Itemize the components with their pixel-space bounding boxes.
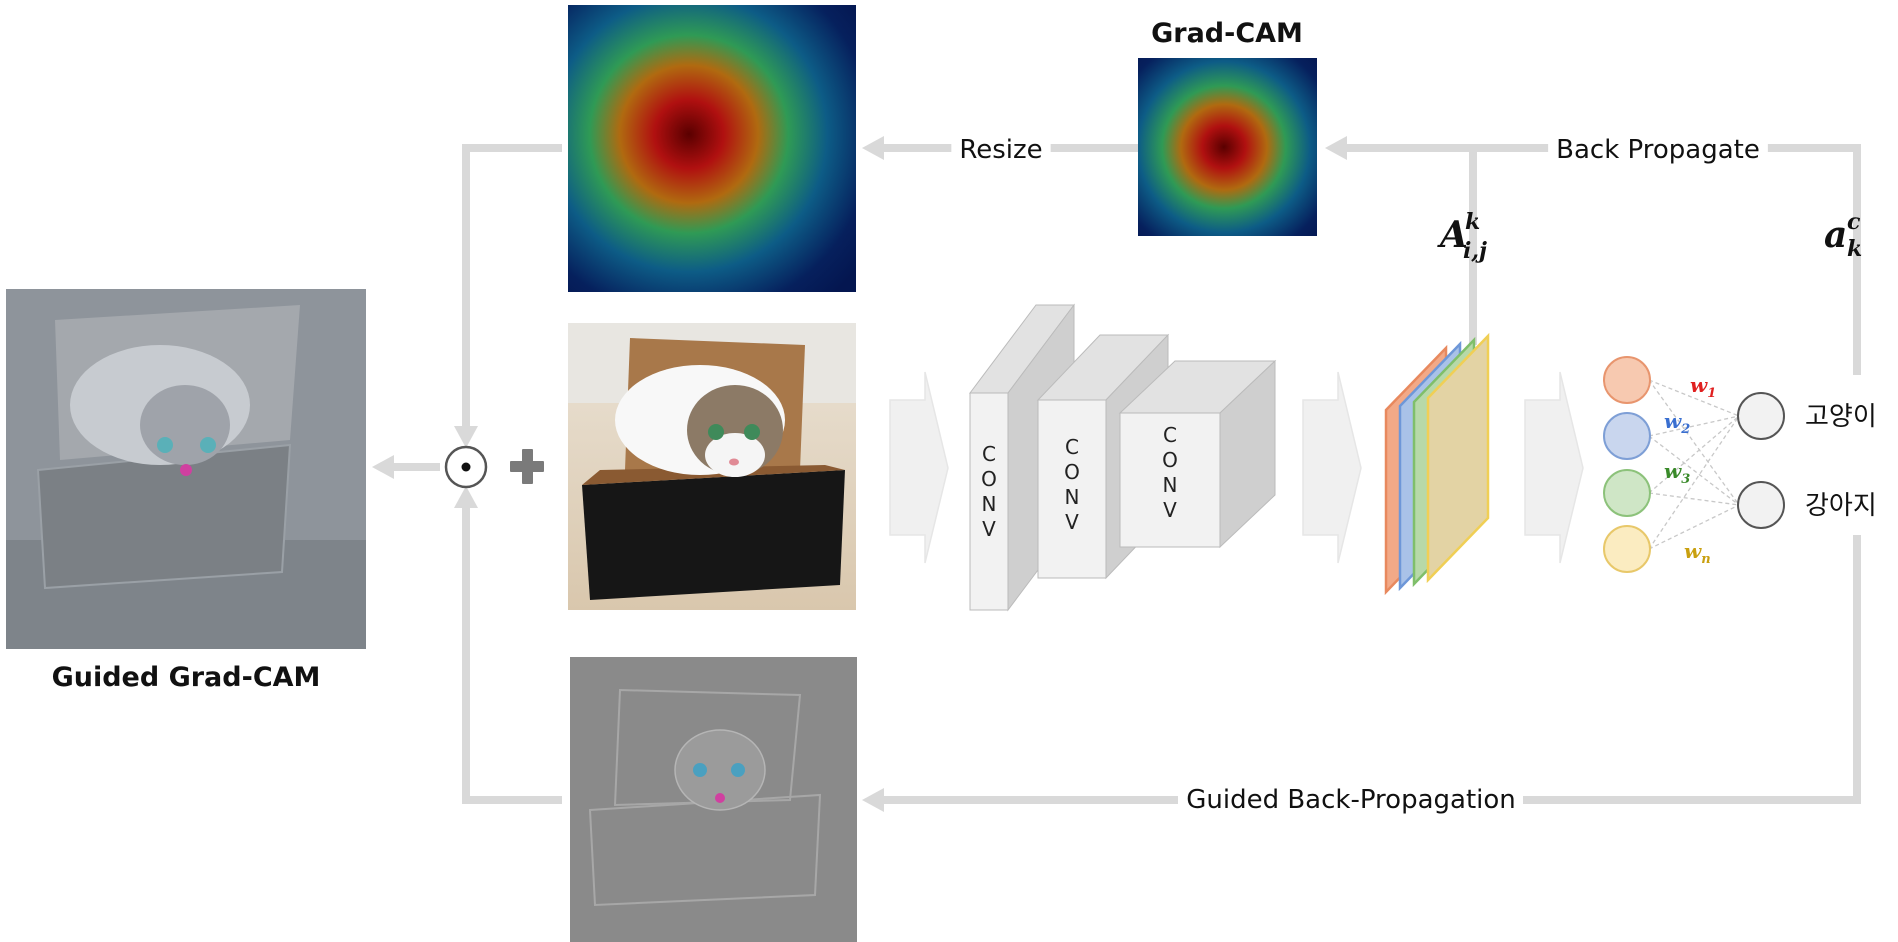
plus-icon (510, 449, 544, 484)
output-arrowhead (372, 455, 394, 479)
chevron-3 (1524, 371, 1584, 564)
svg-text:k: k (1847, 236, 1862, 262)
class-label: 고양이 (1805, 402, 1877, 432)
svg-text:a: a (1824, 214, 1847, 256)
resize-arrowhead (862, 136, 884, 160)
input-image (568, 323, 856, 610)
chevron-2 (1302, 371, 1362, 564)
activation-label: A k i,j (1437, 209, 1487, 264)
guided-grad-cam-image (6, 289, 366, 649)
guided-grad-cam-title: Guided Grad-CAM (52, 662, 321, 693)
back-propagate-line (1335, 144, 1861, 375)
network-edges (1648, 379, 1740, 550)
resized-heatmap (568, 5, 856, 292)
conv-letter: N (982, 492, 997, 516)
svg-text:k: k (1465, 209, 1480, 235)
guided-to-multiply-line (462, 495, 562, 804)
flow-chevrons (889, 371, 1584, 564)
svg-text:c: c (1847, 209, 1861, 235)
top-to-multiply-arrowhead (454, 426, 478, 448)
input-node-1 (1603, 356, 1651, 404)
guided-backprop-arrowhead (862, 788, 884, 812)
conv-letter: O (1162, 448, 1178, 472)
class-label: 강아지 (1805, 491, 1877, 521)
arrow-heads (372, 136, 1347, 812)
multiply-operator (444, 445, 488, 489)
input-node-3 (1603, 469, 1651, 517)
svg-text:i,j: i,j (1463, 238, 1487, 264)
conv-letter: O (981, 467, 997, 491)
conv-letter: C (982, 442, 996, 466)
output-node-1 (1737, 392, 1785, 440)
weight-label-3: w3 (1664, 459, 1690, 487)
weight-label-4: wn (1684, 539, 1711, 567)
feature-map-4 (1426, 332, 1490, 584)
conv-letter: C (1065, 435, 1079, 459)
input-node-4 (1603, 525, 1651, 573)
feature-maps (1384, 332, 1490, 596)
back-propagate-arrowhead (1325, 136, 1347, 160)
alpha-label: a c k (1824, 209, 1862, 262)
svg-text:A: A (1437, 214, 1468, 256)
conv-letter: V (1163, 498, 1177, 522)
grad-cam-heatmap (1138, 58, 1317, 236)
conv-letter: O (1064, 460, 1080, 484)
conv-letter: C (1163, 423, 1177, 447)
chevron-1 (889, 371, 949, 564)
bottom-to-multiply-arrowhead (454, 486, 478, 508)
guided-backprop-image (570, 657, 857, 942)
conv-letter: N (1163, 473, 1178, 497)
weight-label-1: w1 (1690, 373, 1716, 401)
conv-letter: V (982, 517, 996, 541)
back-propagate-label: Back Propagate (1556, 135, 1760, 165)
resize-label: Resize (959, 135, 1042, 165)
weight-label-2: w2 (1664, 409, 1690, 437)
conv-letter: N (1065, 485, 1080, 509)
heatmap-to-multiply-line (462, 144, 562, 430)
grad-cam-title: Grad-CAM (1151, 18, 1303, 49)
guided-backprop-label-group: Guided Back-Propagation (1178, 781, 1523, 815)
output-node-2 (1737, 481, 1785, 529)
input-node-2 (1603, 412, 1651, 460)
guided-backprop-label: Guided Back-Propagation (1186, 785, 1516, 815)
conv-letter: V (1065, 510, 1079, 534)
